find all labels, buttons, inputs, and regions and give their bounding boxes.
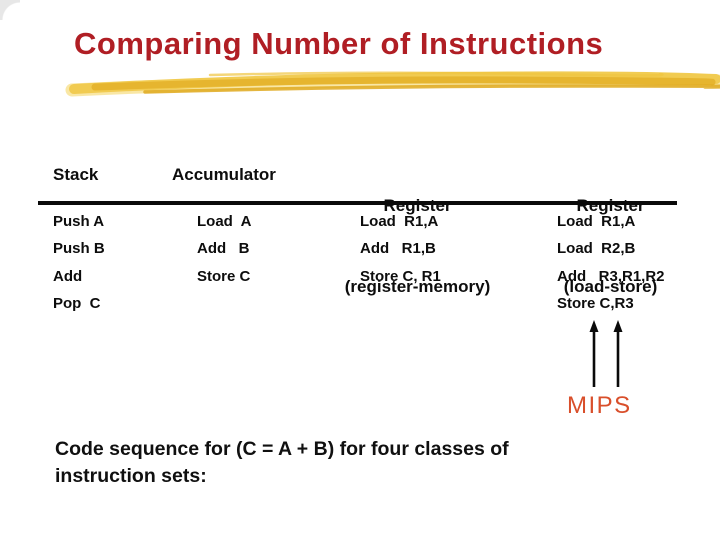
table-header-stack: Stack <box>53 165 99 184</box>
table-cell: Push B <box>53 240 105 258</box>
table-cell: Load R2,B <box>557 240 636 258</box>
table-column-accumulator: Load A Add B Store C <box>197 208 251 317</box>
table-cell: Add <box>53 267 83 285</box>
table-cell: Load R1,A <box>557 213 636 230</box>
table-header-register-memory: Register (register-memory) <box>330 138 505 354</box>
table-header-load-store: Register (load-store) <box>543 138 678 354</box>
table-cell: Store C,R3 <box>557 294 634 312</box>
table-cell: Pop C <box>53 294 101 312</box>
table-cell: Add R1,B <box>360 240 436 258</box>
up-arrow-icon <box>589 320 623 387</box>
table-cell: Load R1,A <box>360 213 439 230</box>
table-column-register-memory: Load R1,A Add R1,B Store C, R1 <box>360 208 441 317</box>
table-header-register-memory-line2: (register-memory) <box>344 277 491 296</box>
table-header-accumulator: Accumulator <box>172 165 276 184</box>
slide-rounded-corner <box>0 0 20 20</box>
mips-label: MIPS <box>567 392 632 419</box>
table-cell: Push A <box>53 213 105 230</box>
table-column-stack: Push A Push B Add Pop C <box>53 208 105 317</box>
table-header-divider <box>38 201 677 205</box>
table-header-register-memory-line1: Register <box>383 196 452 215</box>
table-cell: Store C, R1 <box>360 267 441 285</box>
slide-caption: Code sequence for (C = A + B) for four c… <box>55 438 509 487</box>
table-column-load-store: Load R1,A Load R2,B Add R3,R1,R2 Store C… <box>557 208 665 317</box>
slide-title: Comparing Number of Instructions <box>74 26 604 61</box>
table-cell <box>197 290 251 317</box>
table-cell: Add R3,R1,R2 <box>557 267 665 285</box>
table-header-load-store-line1: Register <box>576 196 645 215</box>
title-underline-brush-icon <box>65 71 720 97</box>
table-header-load-store-line2: (load-store) <box>563 277 658 296</box>
table-cell: Load A <box>197 213 252 230</box>
table-cell: Add B <box>197 240 250 258</box>
table-cell <box>360 290 441 317</box>
table-cell: Store C <box>197 267 251 285</box>
